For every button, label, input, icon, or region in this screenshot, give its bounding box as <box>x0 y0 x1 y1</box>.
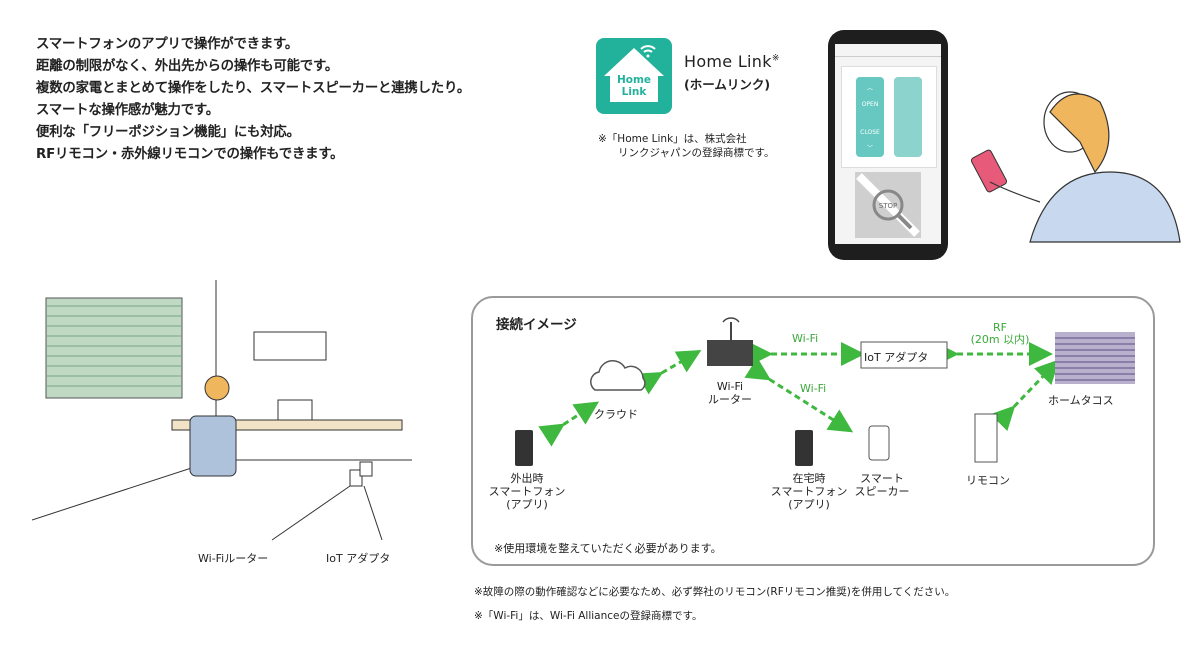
connection-diagram <box>471 296 1155 566</box>
intro-line: 距離の制限がなく、外出先からの操作も可能です。 <box>36 59 339 74</box>
remote-icon <box>974 413 998 463</box>
speaker-label: スマートスピーカー <box>854 472 910 498</box>
house-icon <box>604 45 664 102</box>
open-close-switch[interactable]: ︿ OPEN CLOSE ﹀ <box>856 77 884 157</box>
app-icon-text: Home <box>616 74 652 86</box>
phone-home-icon <box>795 430 813 466</box>
room-illustration <box>32 280 412 541</box>
wall-shelf <box>253 331 327 361</box>
footer-note: ※「Wi-Fi」は、Wi-Fi Allianceの登録商標です。 <box>474 610 703 622</box>
diagram-arrows <box>515 317 1135 466</box>
laptop-icon <box>277 399 313 421</box>
wifi-label-2: Wi-Fi <box>800 382 827 395</box>
app-reading: (ホームリンク) <box>684 77 771 92</box>
intro-line: スマートフォンのアプリで操作ができます。 <box>36 37 299 52</box>
open-label: OPEN <box>861 101 879 108</box>
blind-label: ホームタコス <box>1048 394 1114 407</box>
phone-screen: ︿ OPEN CLOSE ﹀ STOP <box>835 44 941 244</box>
pleated-blind-icon <box>45 297 183 399</box>
cloud-label: クラウド <box>594 408 638 421</box>
home-link-app-icon: Home Link <box>596 38 672 114</box>
intro-line: スマートな操作感が魅力です。 <box>36 103 219 118</box>
wifi-label-1: Wi-Fi <box>792 332 819 345</box>
cloud-icon <box>590 360 646 391</box>
iot-adapter-box <box>860 341 948 369</box>
iot-adapter-label: IoT アダプタ <box>864 351 929 364</box>
app-icon-text: Link <box>621 86 647 98</box>
speaker-icon <box>868 425 890 461</box>
chair <box>189 415 237 477</box>
woman-with-phone-illustration <box>970 91 1181 243</box>
free-position-panel: STOP <box>855 172 921 238</box>
remote-label: リモコン <box>966 474 1010 487</box>
trademark-note: ※「Home Link」は、株式会社 リンクジャパンの登録商標です。 <box>598 133 775 159</box>
room-router-label: Wi-Fiルーター <box>198 552 269 565</box>
phone-out-label: 外出時スマートフォン(アプリ) <box>488 472 566 511</box>
router-icon <box>707 317 753 366</box>
phone-out-icon <box>515 430 533 466</box>
close-label: CLOSE <box>860 129 880 136</box>
rf-label: RF(20m 以内) <box>970 321 1030 346</box>
room-adapter-label: IoT アダプタ <box>326 552 391 565</box>
environment-note: ※使用環境を整えていただく必要があります。 <box>494 542 722 555</box>
app-name: Home Link※ <box>684 52 780 71</box>
diagram-title: 接続イメージ <box>496 317 577 333</box>
svg-text:STOP: STOP <box>879 202 897 210</box>
intro-line: RFリモコン・赤外線リモコンでの操作もできます。 <box>36 147 344 162</box>
adapter-icon <box>359 461 373 477</box>
phone-home-label: 在宅時スマートフォン(アプリ) <box>770 472 848 511</box>
intro-text: スマートフォンのアプリで操作ができます。 距離の制限がなく、外出先からの操作も可… <box>36 34 470 166</box>
intro-line: 便利な「フリーポジション機能」にも対応。 <box>36 125 300 140</box>
blind-icon <box>1055 332 1135 384</box>
app-control-panel: ︿ OPEN CLOSE ﹀ <box>841 66 937 168</box>
free-position-icon: STOP <box>856 173 920 237</box>
footer-note: ※故障の際の動作確認などに必要なため、必ず弊社のリモコン(RFリモコン推奨)を併… <box>474 586 956 598</box>
router-icon <box>349 469 363 487</box>
intro-line: 複数の家電とまとめて操作をしたり、スマートスピーカーと連携したり。 <box>36 81 471 96</box>
position-switch[interactable] <box>894 77 922 157</box>
phone-mockup: ︿ OPEN CLOSE ﹀ STOP <box>828 30 948 260</box>
